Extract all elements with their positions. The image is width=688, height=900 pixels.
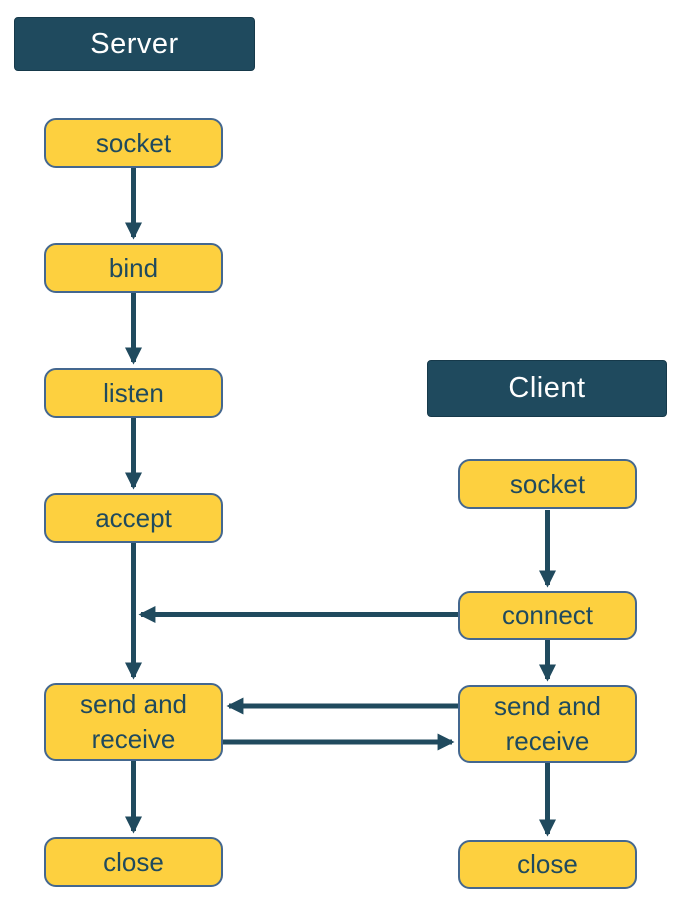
server-header: Server — [14, 17, 255, 71]
node-server-close: close — [44, 837, 223, 887]
node-client-close: close — [458, 840, 637, 889]
node-server-socket: socket — [44, 118, 223, 168]
node-server-accept: accept — [44, 493, 223, 543]
node-server-send-receive: send and receive — [44, 683, 223, 761]
node-client-socket: socket — [458, 459, 637, 509]
node-client-connect: connect — [458, 591, 637, 640]
node-client-send-receive: send and receive — [458, 685, 637, 763]
client-header: Client — [427, 360, 667, 417]
node-server-bind: bind — [44, 243, 223, 293]
node-server-listen: listen — [44, 368, 223, 418]
